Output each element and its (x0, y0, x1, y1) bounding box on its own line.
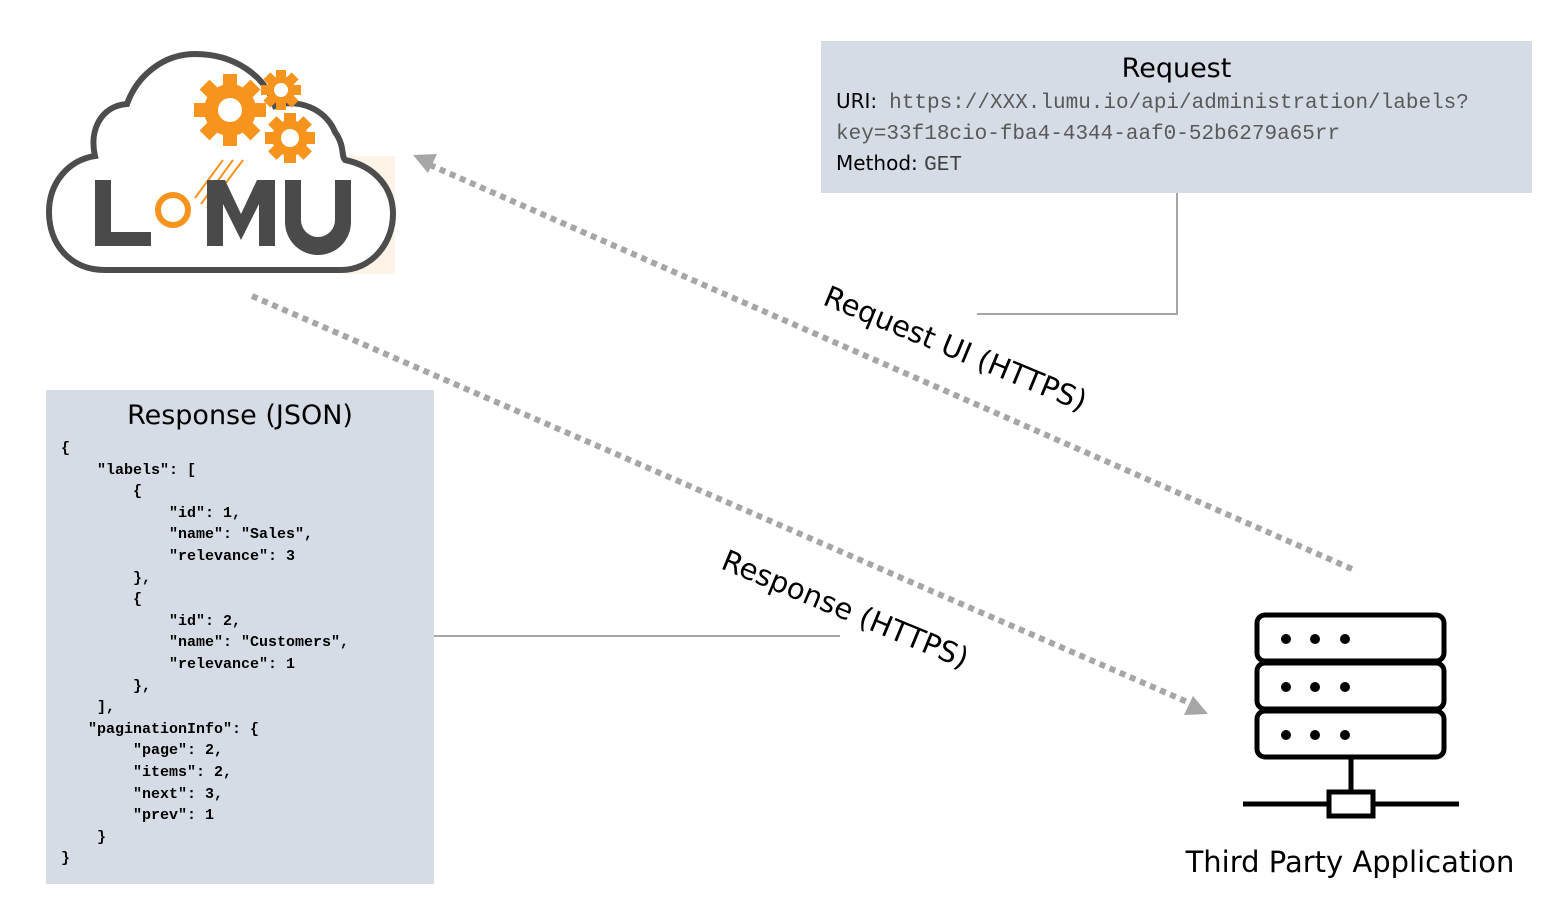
response-title: Response (JSON) (127, 400, 353, 431)
request-method-row: Method: GET (836, 149, 1532, 180)
uri-value-line1: https://XXX.lumu.io/api/administration/l… (889, 92, 1469, 115)
request-uri-row: URI: https://XXX.lumu.io/api/administrati… (836, 87, 1532, 118)
request-arrow (428, 162, 1354, 572)
uri-value-line2: key=33f18cio-fba4-4344-aaf0-52b6279a65rr (836, 123, 1341, 146)
request-uri-row-2: key=33f18cio-fba4-4344-aaf0-52b6279a65rr (836, 118, 1532, 149)
lumu-logo (45, 50, 397, 274)
method-label: Method: (836, 151, 918, 175)
logo-lettering (95, 180, 351, 255)
server-unit-3 (1254, 708, 1447, 760)
request-title: Request (1121, 53, 1232, 84)
response-box: Response (JSON) { "labels": [ { "id": 1,… (46, 390, 434, 884)
response-json: { "labels": [ { "id": 1, "name": "Sales"… (61, 440, 350, 868)
response-arrowhead (1184, 696, 1208, 715)
uri-label: URI: (836, 89, 878, 113)
request-arrowhead (413, 154, 437, 173)
request-callout-connector (977, 193, 1178, 315)
server-icon (1243, 612, 1459, 819)
request-box: Request URI: https://XXX.lumu.io/api/admi… (821, 41, 1532, 193)
gears-icon (194, 70, 315, 163)
response-arrow (250, 293, 1194, 707)
method-value: GET (924, 154, 962, 177)
network-connector (1326, 789, 1376, 819)
third-party-label: Third Party Application (1185, 845, 1515, 879)
